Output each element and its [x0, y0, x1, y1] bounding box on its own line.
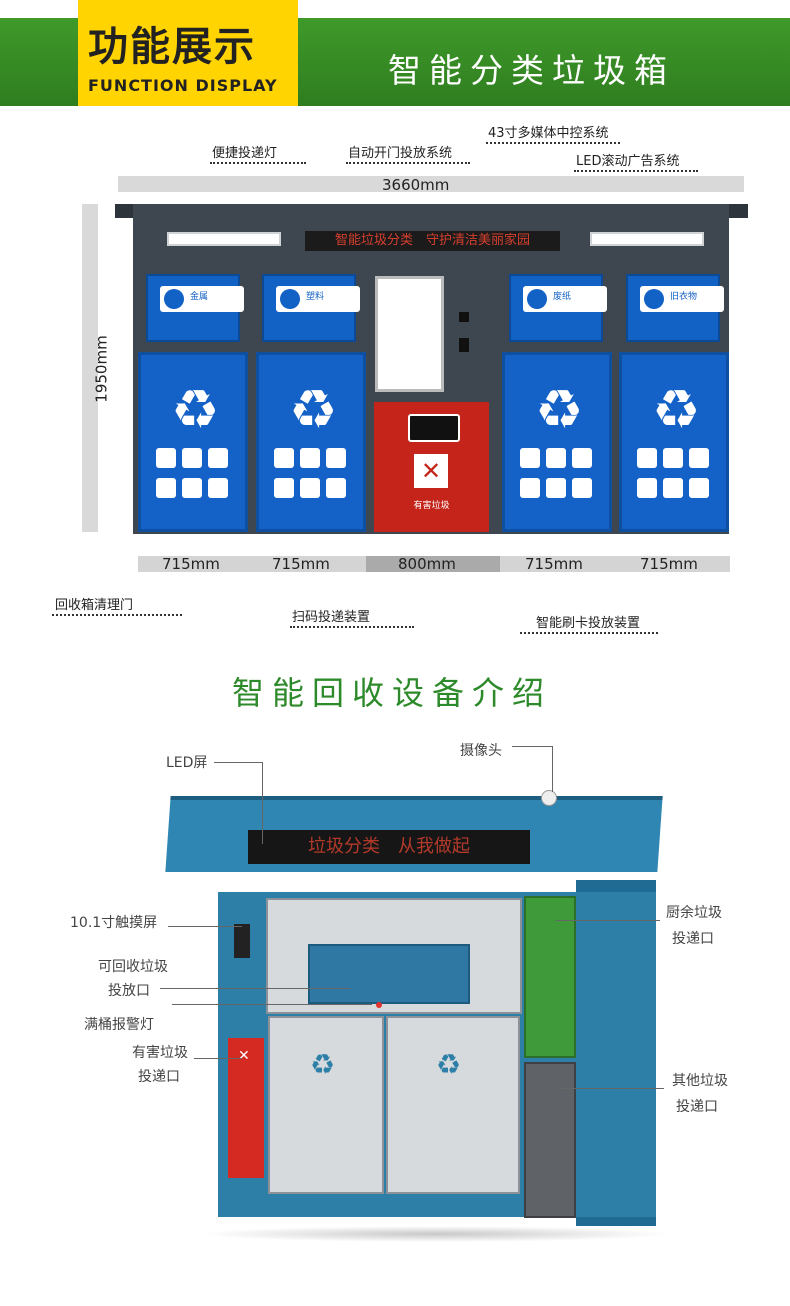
bin-top-metal: 金属	[146, 274, 244, 342]
led-scroll-display: 智能垃圾分类 守护清洁美丽家园	[305, 231, 560, 251]
bin-door-clothes[interactable]: ♻	[619, 352, 729, 532]
recycle-door-left[interactable]: ♻	[268, 1016, 384, 1194]
recycle-icon: ♻	[171, 378, 220, 441]
full-alarm-light	[376, 1002, 382, 1008]
height-dimension-bar	[82, 204, 98, 532]
callout-led: LED滚动广告系统	[576, 154, 680, 169]
label-touch: 10.1寸触摸屏	[70, 915, 158, 931]
callout-line	[346, 162, 470, 164]
recycle-icon: ♻	[289, 378, 338, 441]
callout-media: 43寸多媒体中控系统	[488, 126, 609, 141]
recycle-icon: ♻	[310, 1048, 336, 1081]
label-other-1: 其他垃圾	[672, 1073, 728, 1089]
page-title: 智能分类垃圾箱	[388, 51, 675, 90]
width-2: 715mm	[272, 555, 330, 573]
label-kitchen-2: 投递口	[672, 931, 714, 947]
leader-line	[168, 926, 242, 927]
recycle-door-right[interactable]: ♻	[386, 1016, 520, 1194]
delivery-light-left	[167, 232, 281, 246]
leader-line	[556, 920, 660, 921]
label-recycle-1: 可回收垃圾	[98, 959, 168, 975]
width-5: 715mm	[640, 555, 698, 573]
leader-line	[160, 988, 350, 989]
width-1: 715mm	[162, 555, 220, 573]
label-camera: 摄像头	[460, 743, 502, 759]
bin-door-plastic[interactable]: ♻	[256, 352, 366, 532]
touch-screen[interactable]	[234, 924, 250, 958]
bin-top-clothes: 旧衣物	[626, 274, 724, 342]
label-recycle-2: 投放口	[108, 983, 150, 999]
leader-line	[556, 1088, 664, 1089]
tab-notch	[64, 0, 78, 18]
other-waste-door[interactable]	[524, 1062, 576, 1218]
hazard-bin-door[interactable]: ✕ 有害垃圾	[374, 402, 489, 532]
shirt-icon	[644, 289, 664, 309]
card-reader[interactable]	[459, 338, 469, 352]
label-led: LED屏	[166, 755, 208, 771]
camera-icon	[541, 790, 557, 806]
height-dimension-label: 1950mm	[92, 335, 111, 403]
callout-line	[486, 142, 620, 144]
bin-door-paper[interactable]: ♻	[502, 352, 612, 532]
callout-line	[210, 162, 306, 164]
hazard-icon: ✕	[414, 454, 448, 488]
leader-line	[262, 762, 263, 844]
book-icon	[527, 289, 547, 309]
leader-line	[552, 746, 553, 792]
callout-clean-door: 回收箱清理门	[55, 598, 134, 613]
kiosk-led-screen: 垃圾分类 从我做起	[248, 830, 530, 864]
hazard-icon: ✕	[238, 1048, 250, 1064]
function-tab	[78, 0, 298, 106]
callout-line	[52, 614, 182, 616]
callout-auto-door: 自动开门投放系统	[348, 146, 453, 161]
leader-line	[512, 746, 552, 747]
width-dimension-bar	[118, 176, 744, 192]
bin-door-metal[interactable]: ♻	[138, 352, 248, 532]
kitchen-waste-door[interactable]	[524, 896, 576, 1058]
width-bar-center	[366, 556, 500, 572]
ground-shadow	[200, 1226, 670, 1242]
bottle-icon	[280, 289, 300, 309]
label-kitchen-1: 厨余垃圾	[666, 905, 722, 921]
section-title: 智能回收设备介绍	[232, 674, 553, 712]
width-bar-right	[500, 556, 730, 572]
leader-line	[172, 1004, 372, 1005]
label-hazard-1: 有害垃圾	[132, 1045, 188, 1061]
scanner-window	[459, 312, 469, 322]
width-dimension-label: 3660mm	[382, 176, 450, 194]
media-touchscreen[interactable]	[375, 276, 444, 392]
label-hazard-2: 投递口	[138, 1069, 180, 1085]
callout-line	[290, 626, 414, 628]
callout-line	[520, 632, 658, 634]
recycle-icon: ♻	[436, 1048, 462, 1081]
callout-line	[574, 170, 698, 172]
callout-card: 智能刷卡投放装置	[536, 616, 641, 631]
label-alarm: 满桶报警灯	[84, 1017, 154, 1033]
hazard-waste-door[interactable]: ✕	[228, 1038, 264, 1178]
hazard-label: 有害垃圾	[413, 501, 450, 511]
callout-scan: 扫码投递装置	[292, 610, 371, 625]
leader-line	[194, 1058, 242, 1059]
delivery-light-right	[590, 232, 704, 246]
bin-top-paper: 废纸	[509, 274, 607, 342]
width-4: 715mm	[525, 555, 583, 573]
leader-line	[214, 762, 262, 763]
width-bar-left	[138, 556, 366, 572]
metal-icon	[164, 289, 184, 309]
label-other-2: 投递口	[676, 1099, 718, 1115]
callout-light: 便捷投递灯	[212, 146, 278, 161]
bin-top-plastic: 塑料	[262, 274, 360, 342]
recycle-icon: ♻	[652, 378, 701, 441]
recycle-drop-opening[interactable]	[308, 944, 470, 1004]
tab-title-cn: 功能展示	[88, 24, 256, 70]
tab-title-en: FUNCTION DISPLAY	[88, 76, 278, 95]
recycle-icon: ♻	[535, 378, 584, 441]
width-3: 800mm	[398, 555, 456, 573]
